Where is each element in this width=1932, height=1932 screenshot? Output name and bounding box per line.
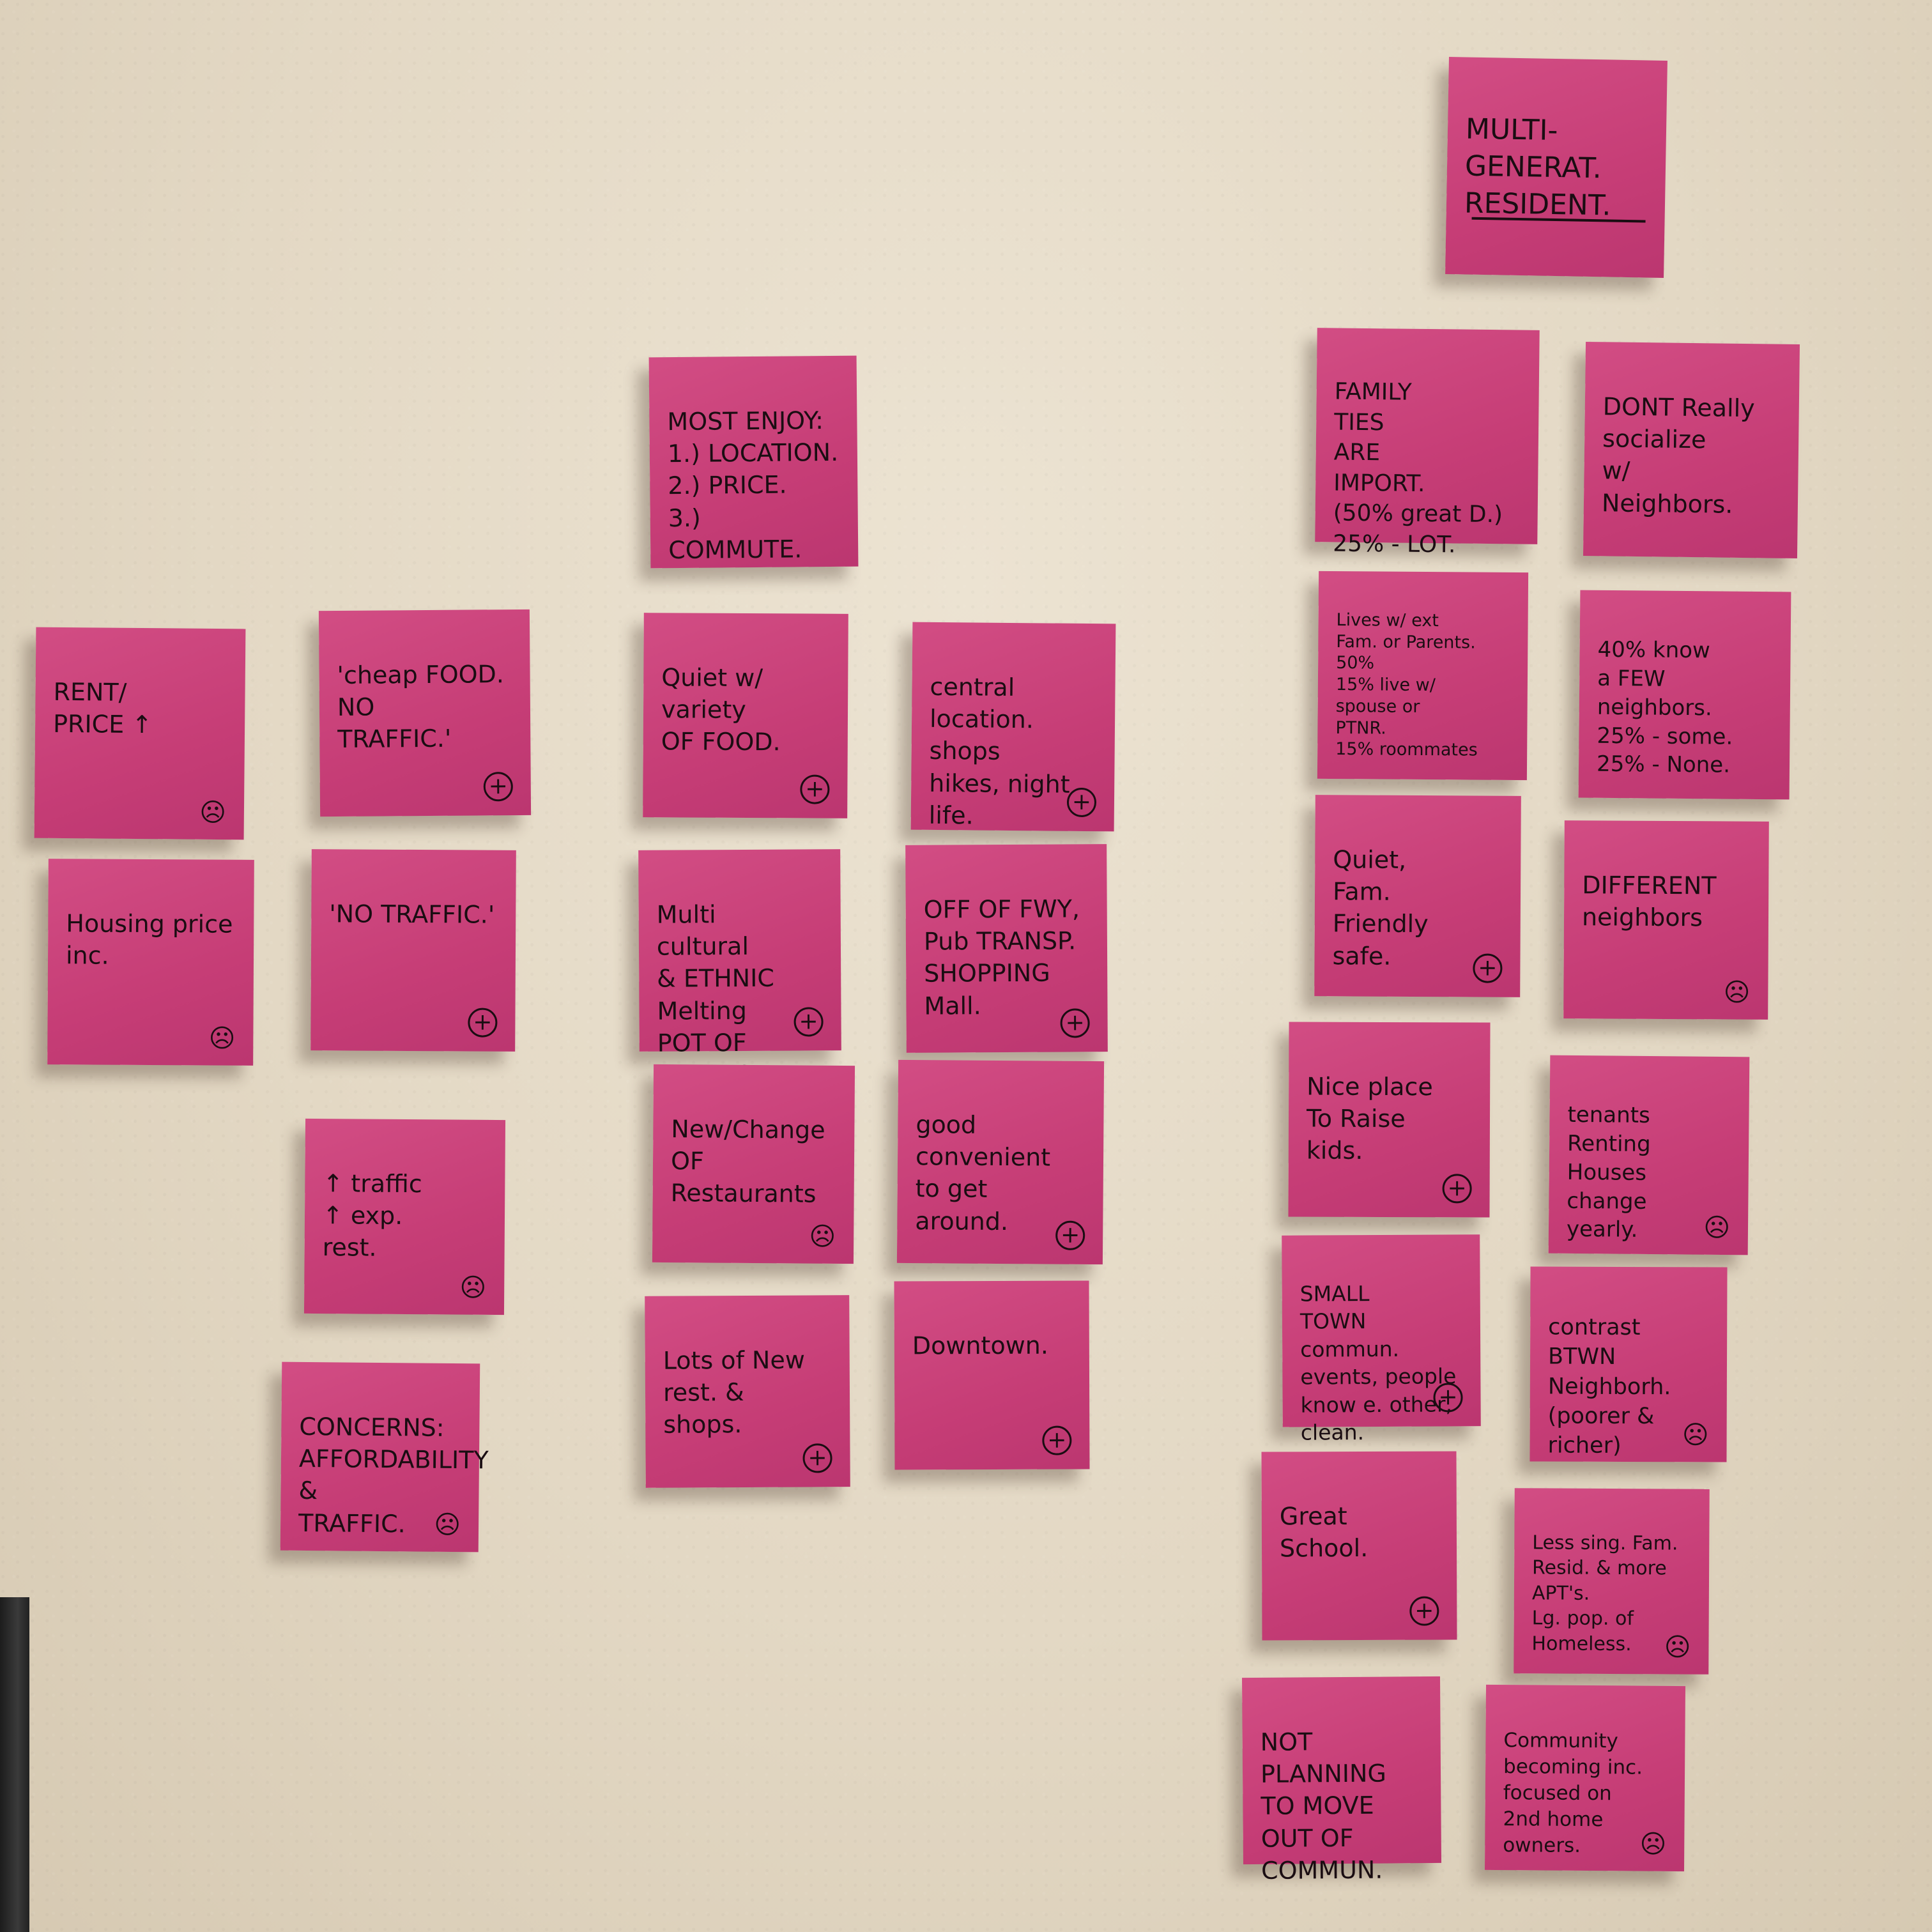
sticky-note: Lots of New rest. & shops. + [645, 1295, 850, 1488]
plus-circle-icon: + [1042, 1425, 1072, 1455]
sad-face-icon: ☹ [208, 1023, 236, 1054]
note-text: Housing price inc. [65, 909, 233, 970]
sticky-note: FAMILY TIES ARE IMPORT. (50% great D.) 2… [1315, 328, 1540, 558]
plus-circle-icon: + [800, 774, 830, 804]
sad-face-icon: ☹ [1639, 1829, 1667, 1859]
sticky-note: contrast BTWN Neighborh. (poorer & riche… [1529, 1266, 1728, 1462]
sticky-note: NOT PLANNING TO MOVE OUT OF COMMUN. [1241, 1676, 1442, 1885]
plus-circle-icon: + [1433, 1383, 1463, 1413]
note-text: ↑ traffic ↑ exp. rest. [322, 1169, 422, 1262]
note-text: good convenient to get around. [915, 1110, 1051, 1236]
sticky-note: Great School. + [1261, 1451, 1457, 1641]
sad-face-icon: ☹ [459, 1273, 487, 1303]
sticky-note: Less sing. Fam. Resid. & more APT's. Lg.… [1514, 1488, 1710, 1675]
sticky-note: DONT Really socialize w/ Neighbors. [1583, 341, 1800, 559]
note-text: SMALL TOWN commun. events, people know e… [1300, 1280, 1457, 1445]
sticky-note: Quiet w/ variety OF FOOD. + [643, 613, 848, 818]
plus-circle-icon: + [1066, 787, 1097, 818]
note-text: 'NO TRAFFIC.' [329, 900, 495, 929]
sticky-note: ↑ traffic ↑ exp. rest. ☹ [303, 1118, 506, 1315]
sticky-note: Multi cultural & ETHNIC Melting POT OF F… [638, 849, 841, 1121]
note-text: DIFFERENT neighbors [1581, 871, 1717, 932]
sticky-note: 'cheap FOOD. NO TRAFFIC.' + [318, 609, 532, 817]
plus-circle-icon: + [802, 1443, 832, 1473]
note-text: Lots of New rest. & shops. [663, 1346, 805, 1439]
plus-circle-icon: + [1473, 953, 1503, 983]
note-text: Quiet, Fam. Friendly safe. [1332, 845, 1429, 970]
sticky-note: SMALL TOWN commun. events, people know e… [1282, 1234, 1481, 1445]
sticky-note: Nice place To Raise kids. + [1288, 1022, 1491, 1218]
plus-circle-icon: + [793, 1007, 824, 1037]
note-text: Nice place To Raise kids. [1306, 1072, 1433, 1165]
sad-face-icon: ☹ [1682, 1420, 1709, 1450]
plus-circle-icon: + [1060, 1008, 1090, 1038]
note-text: FAMILY TIES ARE IMPORT. (50% great D.) 2… [1333, 378, 1503, 558]
sad-face-icon: ☹ [1664, 1632, 1691, 1662]
plus-circle-icon: + [468, 1008, 498, 1038]
sad-face-icon: ☹ [199, 797, 227, 828]
sticky-note: OFF OF FWY, Pub TRANSP. SHOPPING Mall. + [905, 844, 1108, 1053]
sticky-note: DIFFERENT neighbors ☹ [1563, 820, 1769, 1020]
sticky-note: central location. shops hikes, night lif… [910, 622, 1116, 832]
sticky-note: CONCERNS: AFFORDABILITY & TRAFFIC. ☹ [280, 1361, 489, 1552]
note-text: DONT Really socialize w/ Neighbors. [1601, 392, 1755, 519]
note-text: Downtown. [912, 1331, 1048, 1360]
note-text: MULTI- GENERAT. RESIDENT. [1464, 112, 1611, 222]
plus-circle-icon: + [1409, 1596, 1439, 1626]
header-sticky-note: MULTI- GENERAT. RESIDENT. [1445, 57, 1667, 278]
note-text: RENT/ PRICE ↑ [52, 677, 153, 739]
sad-face-icon: ☹ [1703, 1213, 1731, 1243]
plus-circle-icon: + [1055, 1220, 1085, 1250]
note-text: NOT PLANNING TO MOVE OUT OF COMMUN. [1260, 1728, 1387, 1885]
dark-object-edge [0, 1597, 29, 1932]
plus-circle-icon: + [483, 772, 513, 802]
note-text: 'cheap FOOD. NO TRAFFIC.' [337, 660, 505, 754]
sad-face-icon: ☹ [809, 1222, 836, 1252]
sticky-note: Housing price inc. ☹ [47, 859, 254, 1066]
sticky-note: RENT/ PRICE ↑ ☹ [34, 627, 246, 840]
sticky-note: tenants Renting Houses change yearly. ☹ [1548, 1055, 1750, 1255]
sticky-note: Downtown. + [894, 1280, 1090, 1470]
plus-circle-icon: + [1442, 1174, 1472, 1204]
note-text: Quiet w/ variety OF FOOD. [661, 663, 781, 756]
sticky-note: good convenient to get around. + [896, 1059, 1105, 1265]
sad-face-icon: ☹ [1723, 977, 1751, 1008]
sticky-note: New/Change OF Restaurants ☹ [652, 1064, 855, 1264]
sticky-note: 'NO TRAFFIC.' + [310, 849, 516, 1052]
sticky-note: Community becoming inc. focused on 2nd h… [1484, 1684, 1686, 1872]
sticky-note: Quiet, Fam. Friendly safe. + [1314, 795, 1521, 997]
note-text: Great School. [1279, 1502, 1368, 1563]
sticky-note: MOST ENJOY: 1.) LOCATION. 2.) PRICE. 3.)… [648, 355, 859, 569]
sticky-note: Lives w/ ext Fam. or Parents. 50% 15% li… [1317, 571, 1529, 781]
note-text: Lives w/ ext Fam. or Parents. 50% 15% li… [1335, 610, 1478, 760]
note-text: 40% know a FEW neighbors. 25% - some. 25… [1596, 636, 1733, 778]
note-text: MOST ENJOY: 1.) LOCATION. 2.) PRICE. 3.)… [667, 406, 839, 564]
note-text: New/Change OF Restaurants [670, 1115, 825, 1209]
sad-face-icon: ☹ [434, 1510, 461, 1540]
sticky-note: 40% know a FEW neighbors. 25% - some. 25… [1578, 590, 1791, 800]
note-text: OFF OF FWY, Pub TRANSP. SHOPPING Mall. [923, 894, 1080, 1020]
